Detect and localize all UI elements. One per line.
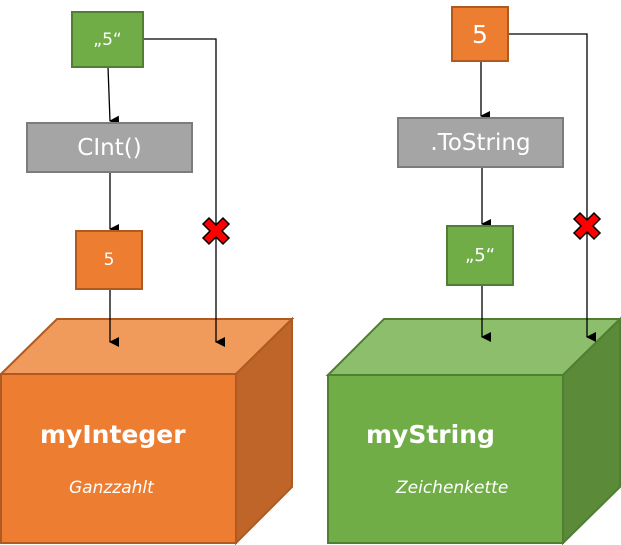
integer-container-cube xyxy=(0,316,295,545)
left-output-value: 5 xyxy=(103,250,115,270)
tostring-function-box: .ToString xyxy=(397,117,564,168)
right-input-integer-box: 5 xyxy=(451,6,509,62)
left-input-string-box: „5“ xyxy=(71,11,144,68)
string-variable-type: Zeichenkette xyxy=(396,478,509,498)
string-variable-name: myString xyxy=(366,420,495,449)
integer-cube-front xyxy=(0,373,237,544)
right-output-string-box: „5“ xyxy=(446,225,514,286)
arrow-left-input-to-function xyxy=(107,66,120,126)
string-container-cube xyxy=(325,316,621,545)
right-input-value: 5 xyxy=(472,19,488,49)
right-output-value: „5“ xyxy=(464,245,496,266)
blocked-x-icon-right xyxy=(572,211,602,241)
left-input-value: „5“ xyxy=(93,29,122,50)
cint-function-box: CInt() xyxy=(26,122,193,173)
tostring-function-label: .ToString xyxy=(430,129,531,156)
string-cube-front xyxy=(327,374,564,544)
arrow-right-direct-blocked xyxy=(509,33,596,342)
integer-variable-name: myInteger xyxy=(40,420,186,449)
integer-variable-type: Ganzzahlt xyxy=(69,478,154,498)
left-output-integer-box: 5 xyxy=(75,230,143,290)
cint-function-label: CInt() xyxy=(77,134,142,161)
blocked-x-icon-left xyxy=(201,216,231,246)
arrow-left-direct-blocked xyxy=(144,38,225,347)
